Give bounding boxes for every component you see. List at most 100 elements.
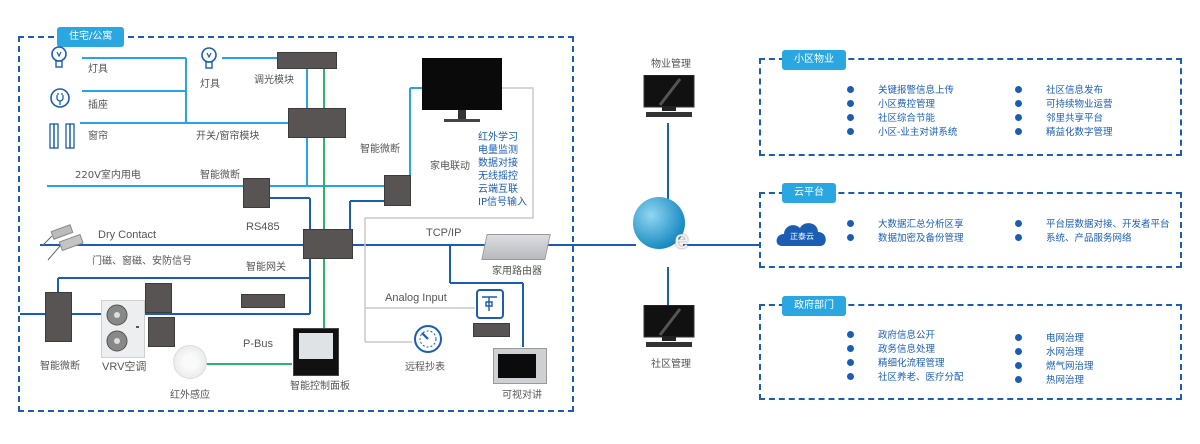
dimmer-label: 调光模块 xyxy=(254,75,294,86)
community-mgmt-label: 社区管理 xyxy=(651,359,691,370)
property-mgmt-label: 物业管理 xyxy=(651,59,691,70)
bullet-dot xyxy=(1015,219,1022,227)
gateway-device xyxy=(303,229,353,259)
property-panel xyxy=(759,58,1182,156)
control-panel-icon xyxy=(293,328,339,376)
network-module-icon xyxy=(476,289,504,319)
control-panel-label: 智能控制面板 xyxy=(290,381,350,392)
lightbulb-icon xyxy=(50,46,68,74)
feature-item: IP信号输入 xyxy=(478,197,527,208)
ir-sensor-label: 红外感应 xyxy=(170,390,210,401)
list-item: 关键报警信息上传 xyxy=(847,82,957,96)
bullet-dot xyxy=(847,233,854,241)
ir-sensor-icon xyxy=(173,345,207,379)
government-panel xyxy=(759,304,1182,400)
bullet-dot xyxy=(1015,333,1022,341)
list-item: 社区养老、医疗分配 xyxy=(847,369,964,383)
government-right-list: 电网治理 水网治理 燃气网治理 热网治理 xyxy=(1015,330,1094,386)
dimmer-module xyxy=(277,52,337,69)
bullet-dot xyxy=(847,372,854,380)
list-item: 可持续物业运营 xyxy=(1015,96,1113,110)
bullet-dot xyxy=(847,99,854,107)
gateway-label: 智能网关 xyxy=(246,262,286,273)
property-left-list: 关键报警信息上传 小区费控管理 社区综合节能 小区-业主对讲系统 xyxy=(847,82,957,138)
list-item: 社区信息发布 xyxy=(1015,82,1113,96)
gateway-module xyxy=(241,294,285,308)
home-zone xyxy=(18,36,574,412)
list-item: 系统、产品服务网络 xyxy=(1015,230,1170,244)
analog-loop xyxy=(364,87,534,245)
bullet-dot xyxy=(847,330,854,338)
video-intercom-icon xyxy=(493,348,547,384)
video-intercom-label: 可视对讲 xyxy=(502,390,542,401)
tv-icon xyxy=(422,58,502,128)
desktop-computer-icon xyxy=(642,74,698,127)
list-item: 政务信息处理 xyxy=(847,341,964,355)
list-item: 平台层数据对接、开发者平台 xyxy=(1015,216,1170,230)
smart-breaker-3 xyxy=(45,292,72,342)
bullet-dot xyxy=(1015,375,1022,383)
list-item: 热网治理 xyxy=(1015,372,1094,386)
lightbulb-icon xyxy=(200,47,218,75)
list-item: 电网治理 xyxy=(1015,330,1094,344)
socket-label: 插座 xyxy=(88,100,108,111)
cloud-logo-icon: 正泰云 xyxy=(776,220,828,252)
rs485-label: RS485 xyxy=(246,221,280,233)
list-item: 社区综合节能 xyxy=(847,110,957,124)
lamp2-label: 灯具 xyxy=(200,79,220,90)
switch-curtain-label: 开关/窗帘模块 xyxy=(196,131,260,142)
curtain-icon xyxy=(48,123,76,153)
list-item: 小区-业主对讲系统 xyxy=(847,124,957,138)
list-item: 燃气网治理 xyxy=(1015,358,1094,372)
dry-contact-label: Dry Contact xyxy=(98,229,157,241)
government-panel-tab: 政府部门 xyxy=(782,296,846,316)
list-item: 邻里共享平台 xyxy=(1015,110,1113,124)
power-220-label: 220V室内用电 xyxy=(75,170,141,181)
home-zone-tab: 住宅/公寓 xyxy=(57,27,125,47)
desktop-computer-icon xyxy=(642,304,698,357)
list-item: 水网治理 xyxy=(1015,344,1094,358)
bullet-dot xyxy=(1015,233,1022,241)
cloud-left-list: 大数据汇总分析区享 数据加密及备份管理 xyxy=(847,216,964,244)
feature-item: 红外学习 xyxy=(478,132,518,143)
curtain-label: 窗帘 xyxy=(88,131,108,142)
vrv-controller-1 xyxy=(145,283,172,313)
bullet-dot xyxy=(1015,99,1022,107)
smart-breaker-2 xyxy=(384,175,411,206)
bullet-dot xyxy=(847,344,854,352)
cloud-logo-text: 正泰云 xyxy=(790,232,814,241)
property-right-list: 社区信息发布 可持续物业运营 邻里共享平台 精益化数字管理 xyxy=(1015,82,1113,138)
socket-icon xyxy=(50,88,70,112)
lamp-label: 灯具 xyxy=(88,64,108,75)
router-icon xyxy=(481,234,551,260)
network-module-device xyxy=(473,323,510,337)
bullet-dot xyxy=(1015,347,1022,355)
cloud-panel-tab: 云平台 xyxy=(782,183,836,203)
switch-curtain-module xyxy=(288,108,346,138)
bullet-dot xyxy=(847,127,854,135)
bullet-dot xyxy=(847,113,854,121)
breaker2-label: 智能微断 xyxy=(360,144,400,155)
door-magnet-icon xyxy=(40,224,88,268)
pbus-label: P-Bus xyxy=(243,338,273,350)
list-item: 政府信息公开 xyxy=(847,327,964,341)
feature-item: 无线摇控 xyxy=(478,171,518,182)
government-left-list: 政府信息公开 政务信息处理 精细化流程管理 社区养老、医疗分配 xyxy=(847,327,964,383)
tcpip-label: TCP/IP xyxy=(426,227,462,239)
meter-gauge-icon xyxy=(413,324,443,358)
cloud-right-list: 平台层数据对接、开发者平台 系统、产品服务网络 xyxy=(1015,216,1170,244)
feature-item: 云端互联 xyxy=(478,184,518,195)
bullet-dot xyxy=(847,85,854,93)
list-item: 小区费控管理 xyxy=(847,96,957,110)
list-item: 数据加密及备份管理 xyxy=(847,230,964,244)
list-item: 精细化流程管理 xyxy=(847,355,964,369)
property-panel-tab: 小区物业 xyxy=(782,50,846,70)
bullet-dot xyxy=(1015,361,1022,369)
smart-breaker-1 xyxy=(243,178,270,208)
router-label: 家用路由器 xyxy=(492,266,542,277)
analog-input-label: Analog Input xyxy=(385,292,447,304)
bullet-dot xyxy=(1015,113,1022,121)
feature-item: 数据对接 xyxy=(478,158,518,169)
bullet-dot xyxy=(1015,85,1022,93)
internet-globe-icon: e xyxy=(633,197,689,254)
